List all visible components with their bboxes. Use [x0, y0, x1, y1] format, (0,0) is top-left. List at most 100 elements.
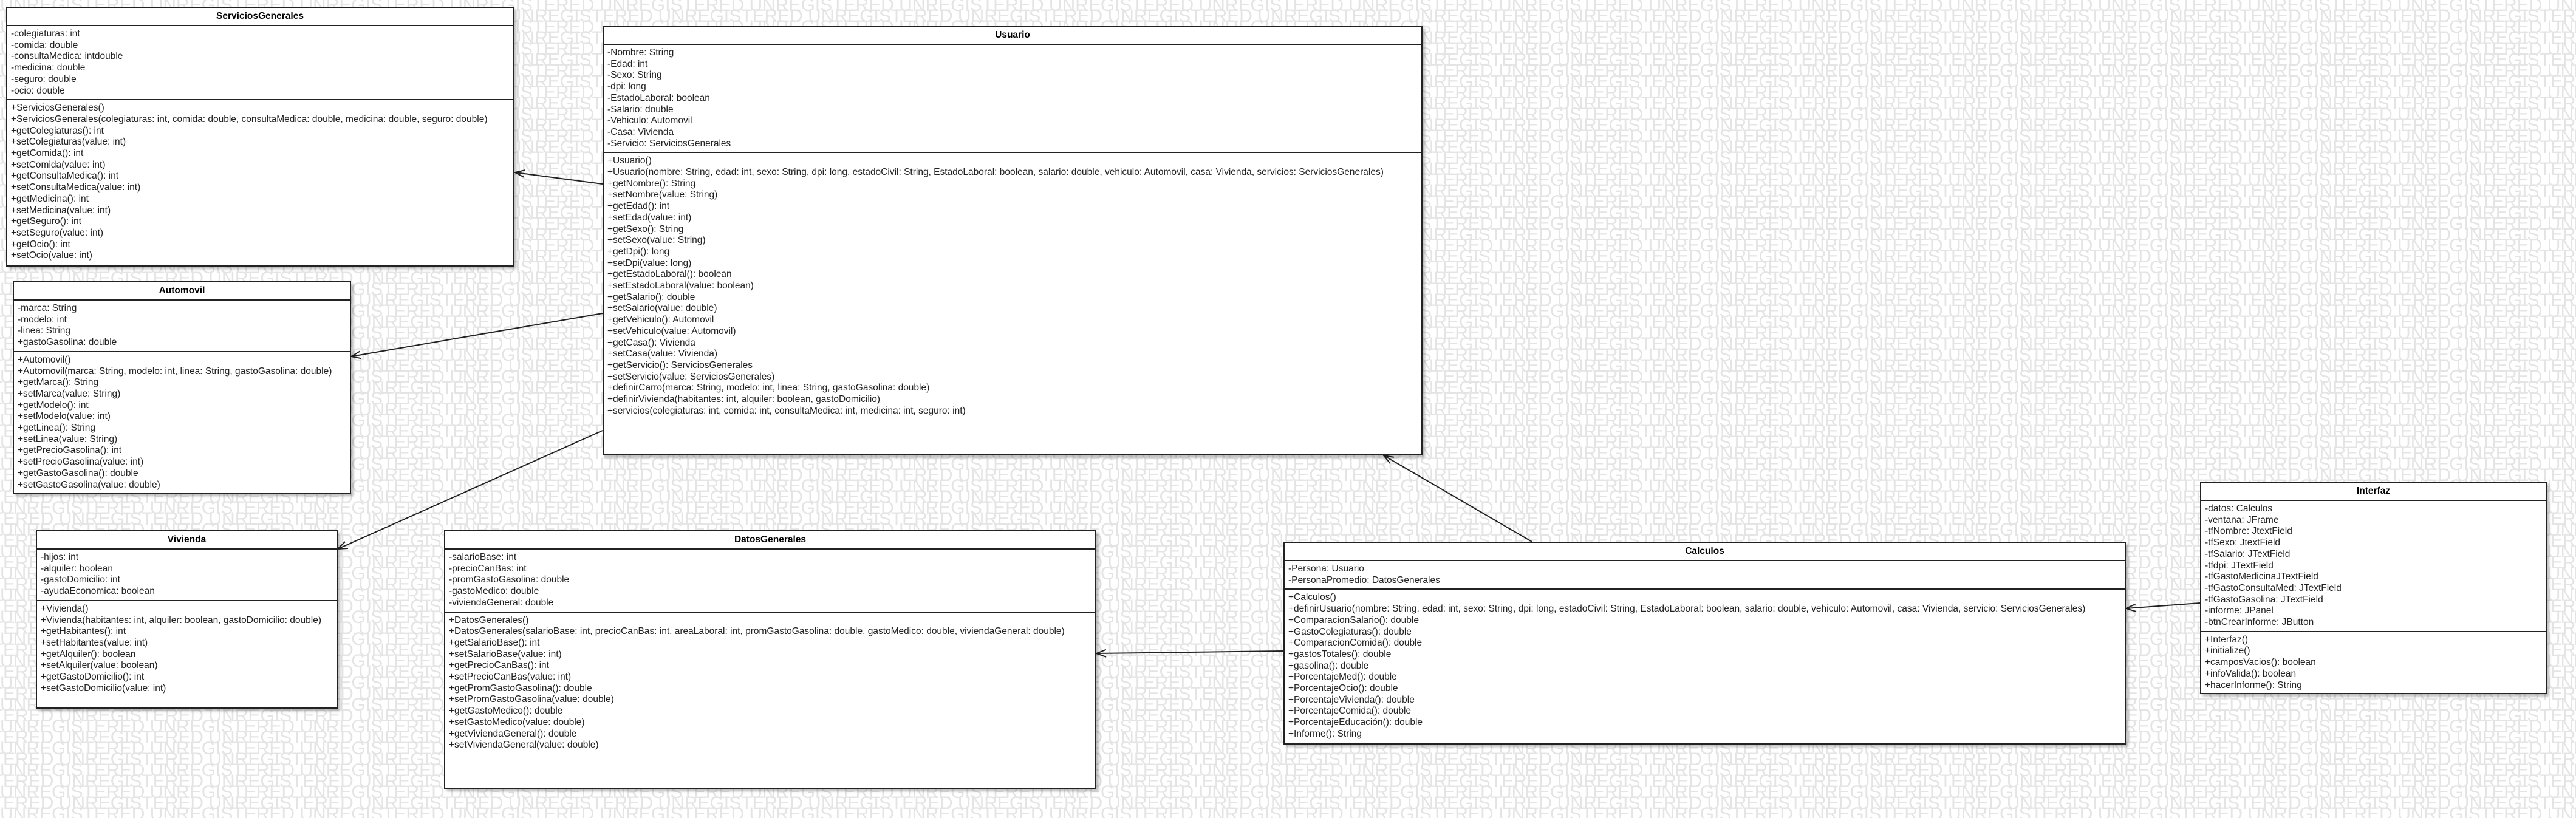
method: +setMarca(value: String): [18, 388, 121, 399]
attribute: -btnCrearInforme: JButton: [2205, 617, 2314, 628]
class-automovil[interactable]: Automovil -marca: String-modelo: int-lin…: [13, 281, 351, 494]
attribute: -dpi: long: [607, 81, 646, 92]
method: +getPrecioGasolina(): int: [18, 445, 122, 456]
attribute: -Servicio: ServiciosGenerales: [607, 138, 731, 149]
method: +getCasa(): Vivienda: [607, 337, 695, 348]
method: +getConsultaMedica(): int: [11, 171, 119, 182]
method: +getDpi(): long: [607, 246, 670, 257]
method: +getAlquiler(): boolean: [41, 649, 136, 660]
class-vivienda[interactable]: Vivienda -hijos: int-alquiler: boolean-g…: [36, 530, 338, 709]
method: +definirUsuario(nombre: String, edad: in…: [1288, 604, 2086, 615]
method: +ServiciosGenerales(): [11, 103, 104, 114]
method: +setDpi(value: long): [607, 257, 692, 268]
methods-section: +Automovil()+Automovil(marca: String, mo…: [14, 350, 350, 493]
attribute: -ocio: double: [11, 85, 65, 96]
method: +getVehiculo(): Automovil: [607, 315, 714, 325]
method: +ComparacionComida(): double: [1288, 638, 1423, 649]
attribute: -EstadoLaboral: boolean: [607, 92, 710, 103]
method: +setCasa(value: Vivienda): [607, 349, 718, 360]
method: +PorcentajeVivienda(): double: [1288, 694, 1415, 705]
class-calculos[interactable]: Calculos -Persona: Usuario-PersonaPromed…: [1283, 542, 2126, 745]
attribute: -linea: String: [18, 325, 71, 336]
method: +getColegiaturas(): int: [11, 125, 104, 136]
method: +Usuario(nombre: String, edad: int, sexo…: [607, 167, 1384, 178]
method: +setModelo(value: int): [18, 411, 111, 422]
method: +setPromGastoGasolina(value: double): [449, 694, 614, 705]
method: +setLinea(value: String): [18, 434, 118, 445]
method: +Automovil(marca: String, modelo: int, l…: [18, 366, 332, 377]
method: +servicios(colegiaturas: int, comida: in…: [607, 405, 966, 416]
method: +getEdad(): int: [607, 201, 670, 212]
class-servicios-generales[interactable]: ServiciosGenerales -colegiaturas: int-co…: [6, 7, 514, 267]
methods-section: +Calculos()+definirUsuario(nombre: Strin…: [1285, 588, 2125, 742]
attribute: -gastoMedico: double: [449, 586, 539, 597]
attribute: -Casa: Vivienda: [607, 126, 674, 137]
attribute: -modelo: int: [18, 314, 67, 325]
attribute: -Persona: Usuario: [1288, 564, 1364, 574]
method: +setGastoMedico(value: double): [449, 717, 585, 728]
method: +ServiciosGenerales(colegiaturas: int, c…: [11, 114, 488, 124]
method: +getGastoDomicilio(): int: [41, 672, 145, 683]
attribute: -Vehiculo: Automovil: [607, 115, 692, 126]
class-name: Usuario: [604, 27, 1421, 45]
method: +definirVivienda(habitantes: int, alquil…: [607, 394, 881, 405]
method: +initialize(): [2205, 646, 2250, 656]
attribute: -tfSalario: JTextField: [2205, 548, 2291, 559]
attribute: -tfSexo: JtextField: [2205, 537, 2281, 548]
method: +GastoColegiaturas(): double: [1288, 626, 1412, 637]
attribute: -alquiler: boolean: [41, 563, 113, 574]
method: +Vivienda(): [41, 603, 89, 614]
attribute: -tfNombre: JtextField: [2205, 526, 2292, 537]
class-name: Interfaz: [2201, 483, 2546, 501]
attributes-section: -Nombre: String-Edad: int-Sexo: String-d…: [604, 45, 1421, 152]
method: +getNombre(): String: [607, 178, 696, 189]
method: +getSexo(): String: [607, 223, 684, 234]
link-calculos-datos: [1096, 651, 1284, 653]
attribute: -tfdpi: JTextField: [2205, 560, 2274, 571]
class-interfaz[interactable]: Interfaz -datos: Calculos-ventana: JFram…: [2200, 482, 2547, 694]
methods-section: +Usuario()+Usuario(nombre: String, edad:…: [604, 152, 1421, 419]
method: +setVehiculo(value: Automovil): [607, 325, 736, 336]
attribute: -Sexo: String: [607, 70, 662, 81]
method: +getModelo(): int: [18, 400, 89, 411]
attributes-section: -datos: Calculos-ventana: JFrame-tfNombr…: [2201, 501, 2546, 631]
attribute: -ayudaEconomica: boolean: [41, 586, 155, 597]
method: +getEstadoLaboral(): boolean: [607, 269, 732, 280]
method: +PorcentajeComida(): double: [1288, 706, 1412, 717]
attribute: -precioCanBas: int: [449, 563, 527, 574]
method: +infoValida(): boolean: [2205, 668, 2297, 679]
class-usuario[interactable]: Usuario -Nombre: String-Edad: int-Sexo: …: [603, 26, 1423, 455]
method: +PorcentajeOcio(): double: [1288, 683, 1398, 694]
method: +getMarca(): String: [18, 377, 99, 388]
attribute: -seguro: double: [11, 73, 77, 84]
method: +PorcentajeMed(): double: [1288, 672, 1397, 683]
method: +setHabitantes(value: int): [41, 637, 148, 648]
method: +setSexo(value: String): [607, 235, 706, 246]
method: +setOcio(value: int): [11, 250, 92, 261]
method: +DatosGenerales(salarioBase: int, precio…: [449, 626, 1065, 637]
method: +PorcentajeEducación(): double: [1288, 717, 1423, 728]
method: +getGastoGasolina(): double: [18, 468, 138, 479]
attribute: -colegiaturas: int: [11, 29, 80, 39]
method: +Calculos(): [1288, 592, 1336, 603]
method: +Vivienda(habitantes: int, alquiler: boo…: [41, 615, 321, 625]
method: +setMedicina(value: int): [11, 205, 111, 216]
method: +getServicio(): ServiciosGenerales: [607, 360, 753, 370]
attribute: -consultaMedica: intdouble: [11, 51, 123, 62]
link-usuario-servicios: [515, 172, 603, 185]
attribute: -PersonaPromedio: DatosGenerales: [1288, 574, 1440, 585]
link-interfaz-calculos: [2126, 602, 2201, 608]
method: +Automovil(): [18, 354, 71, 365]
method: +getSalarioBase(): int: [449, 637, 540, 648]
methods-section: +DatosGenerales()+DatosGenerales(salario…: [445, 611, 1095, 754]
method: +getHabitantes(): int: [41, 626, 126, 637]
attribute: -comida: double: [11, 39, 78, 50]
method: +getViviendaGeneral(): double: [449, 728, 577, 739]
attribute: -Edad: int: [607, 58, 648, 69]
method: +setPrecioGasolina(value: int): [18, 457, 144, 468]
class-datos-generales[interactable]: DatosGenerales -salarioBase: int-precioC…: [444, 530, 1096, 789]
attribute: -promGastoGasolina: double: [449, 574, 570, 585]
method: +setNombre(value: String): [607, 189, 718, 200]
method: +getSalario(): double: [607, 291, 695, 302]
